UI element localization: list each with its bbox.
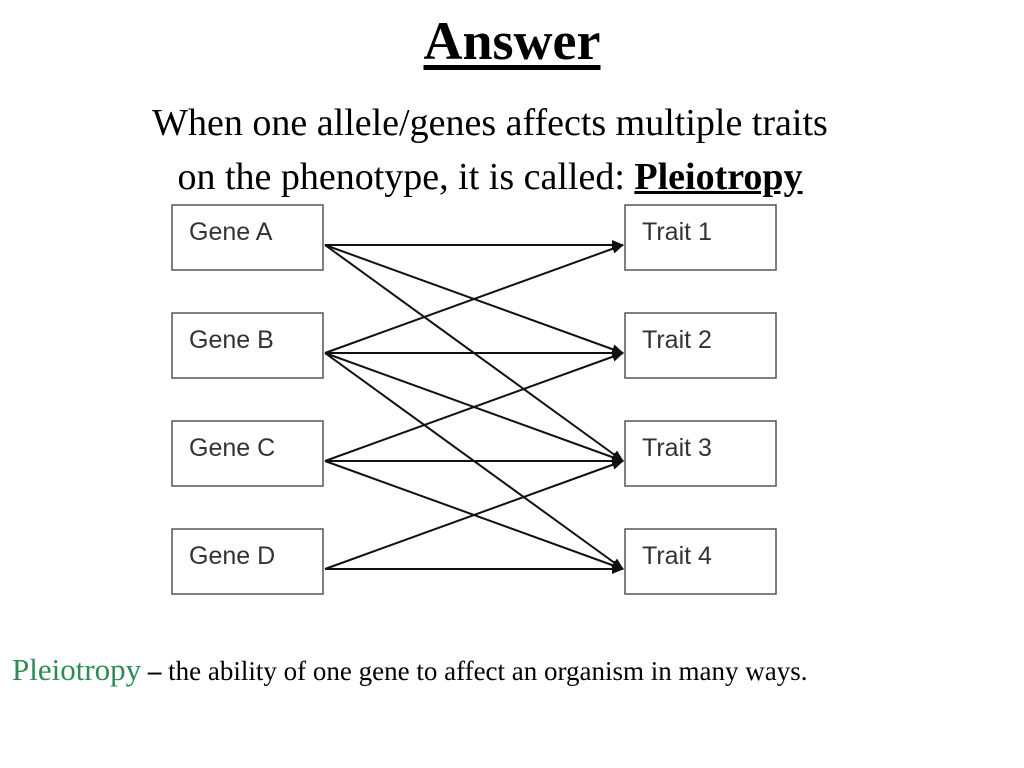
box-trait-3-frame [624,420,777,487]
box-trait-2: Trait 2 [624,312,777,379]
box-gene-c: Gene C [171,420,324,487]
subtitle-line-2: on the phenotype, it is called: [177,156,635,198]
box-trait-3-label: Trait 3 [642,434,712,462]
arrow-gene-d-to-trait-3 [324,460,624,570]
box-gene-c-label: Gene C [189,434,275,462]
box-gene-c-frame [171,420,324,487]
definition: Pleiotropy – the ability of one gene to … [12,652,1012,688]
definition-term: Pleiotropy [12,652,142,687]
box-gene-d: Gene D [171,528,324,595]
arrow-gene-c-to-trait-2 [324,352,624,462]
box-gene-b: Gene B [171,312,324,379]
box-trait-4: Trait 4 [624,528,777,595]
box-trait-4-frame [624,528,777,595]
box-gene-b-frame [171,312,324,379]
box-trait-3: Trait 3 [624,420,777,487]
answer-term: Pleiotropy [634,156,803,198]
question-text: When one allele/genes affects multiple t… [40,96,940,204]
definition-text: the ability of one gene to affect an org… [168,656,808,686]
box-gene-a-frame [171,204,324,271]
box-trait-1-label: Trait 1 [642,218,712,246]
box-trait-2-frame [624,312,777,379]
box-trait-1: Trait 1 [624,204,777,271]
box-trait-1-frame [624,204,777,271]
box-trait-4-label: Trait 4 [642,542,712,570]
box-gene-d-label: Gene D [189,542,275,570]
box-gene-a: Gene A [171,204,324,271]
box-gene-d-frame [171,528,324,595]
box-trait-2-label: Trait 2 [642,326,712,354]
subtitle-line-1: When one allele/genes affects multiple t… [152,102,828,144]
page-title: Answer [423,11,601,71]
box-gene-a-label: Gene A [189,218,273,246]
arrow-gene-b-to-trait-1 [324,244,624,354]
definition-dash: – [147,656,162,686]
links-layer [324,240,624,574]
box-gene-b-label: Gene B [189,326,274,354]
boxes-layer: Gene A Gene B Gene C Gene D Trait 1 Trait 2 Tr… [171,204,777,595]
